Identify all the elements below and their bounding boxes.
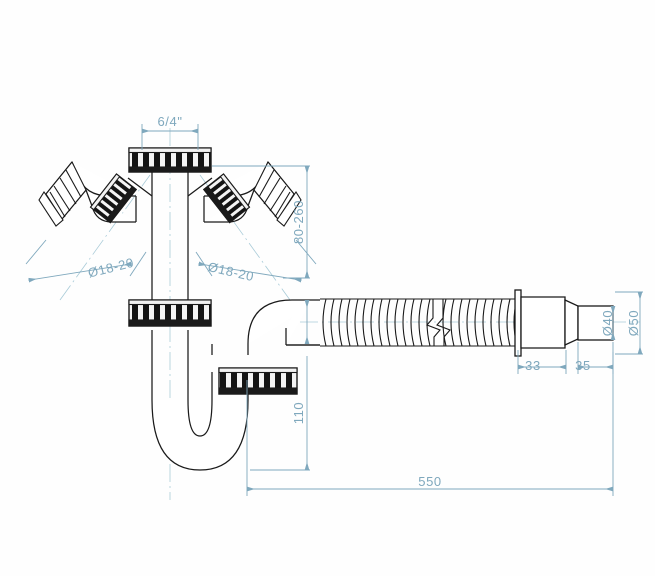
dim-trap-depth: 110 — [291, 402, 306, 425]
right-hose-barb — [253, 160, 302, 227]
dim-spigot-length: 35 — [575, 358, 591, 373]
dim-overall-length: 550 — [418, 474, 442, 489]
elbow-inner-curve — [286, 304, 310, 345]
coupling-taper — [564, 298, 579, 347]
ext-lbarb-b — [129, 251, 147, 277]
ext-lbarb-a — [25, 239, 47, 265]
coupling-flange — [514, 289, 522, 357]
right-barb-tip — [276, 190, 302, 227]
flexible-hose — [320, 298, 520, 347]
coupling-body — [520, 296, 566, 349]
lower-main-tube — [151, 330, 189, 400]
dim-outlet-dia-50: Ø50 — [626, 310, 641, 336]
outlet-spigot — [577, 305, 614, 341]
break-symbol-2 — [436, 299, 451, 346]
trap-riser-upper — [211, 344, 249, 355]
dimline-right-barb — [198, 261, 302, 283]
tee-shoulders — [127, 177, 213, 197]
trap-outlet-nut — [218, 367, 298, 395]
dim-coupling-length: 33 — [525, 358, 541, 373]
top-inlet-nut — [128, 147, 212, 173]
dim-outlet-dia-40: Ø40 — [600, 310, 615, 336]
right-branch-nut — [202, 173, 251, 224]
p-trap-inner-arc — [187, 399, 213, 437]
left-hose-barb — [38, 160, 87, 227]
main-body-nut — [128, 299, 212, 327]
ext-rbarb-b — [295, 239, 317, 265]
left-branch-nut — [89, 173, 138, 224]
left-barb-tip — [38, 190, 64, 227]
dim-inlet-height: 80-260 — [291, 200, 306, 244]
break-symbol — [426, 299, 441, 346]
dimline-left-barb — [28, 261, 132, 283]
dim-thread-size: 6/4" — [157, 114, 182, 129]
dimension-layer — [25, 124, 643, 496]
upper-main-tube — [151, 168, 189, 300]
outlet-coupling — [514, 289, 614, 357]
